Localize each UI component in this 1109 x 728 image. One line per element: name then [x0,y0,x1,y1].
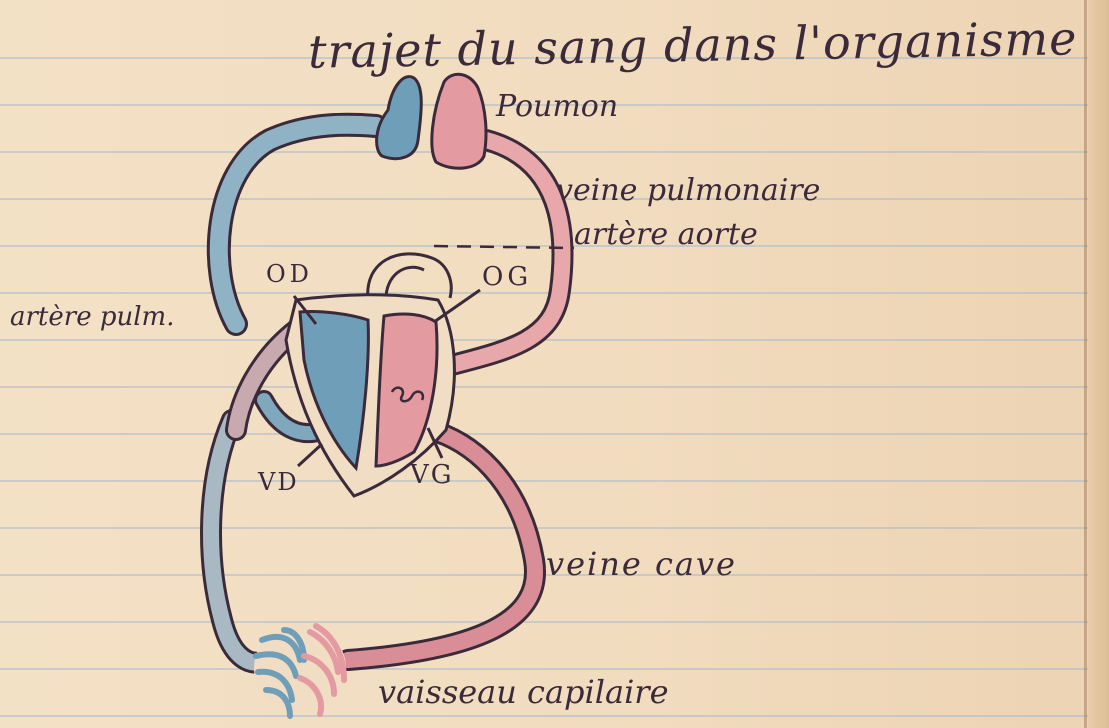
page-title: trajet du sang dans l'organisme [308,15,1078,74]
label-artere-pulmonaire: artère pulm. [10,304,174,330]
label-veine-pulmonaire: veine pulmonaire [556,176,820,206]
label-vg: VG [410,462,454,488]
label-artere-aorte: artère aorte [574,220,758,250]
pulmonary-vein-vessel [448,140,562,366]
label-veine-cave: veine cave [546,548,737,580]
label-poumon: Poumon [496,92,618,122]
label-vaisseau-capillaire: vaisseau capilaire [378,676,669,708]
capillary-bed [254,624,346,716]
label-og: OG [482,264,532,290]
label-od: OD [266,262,313,286]
label-vd: VD [258,470,299,494]
lungs [377,74,486,168]
